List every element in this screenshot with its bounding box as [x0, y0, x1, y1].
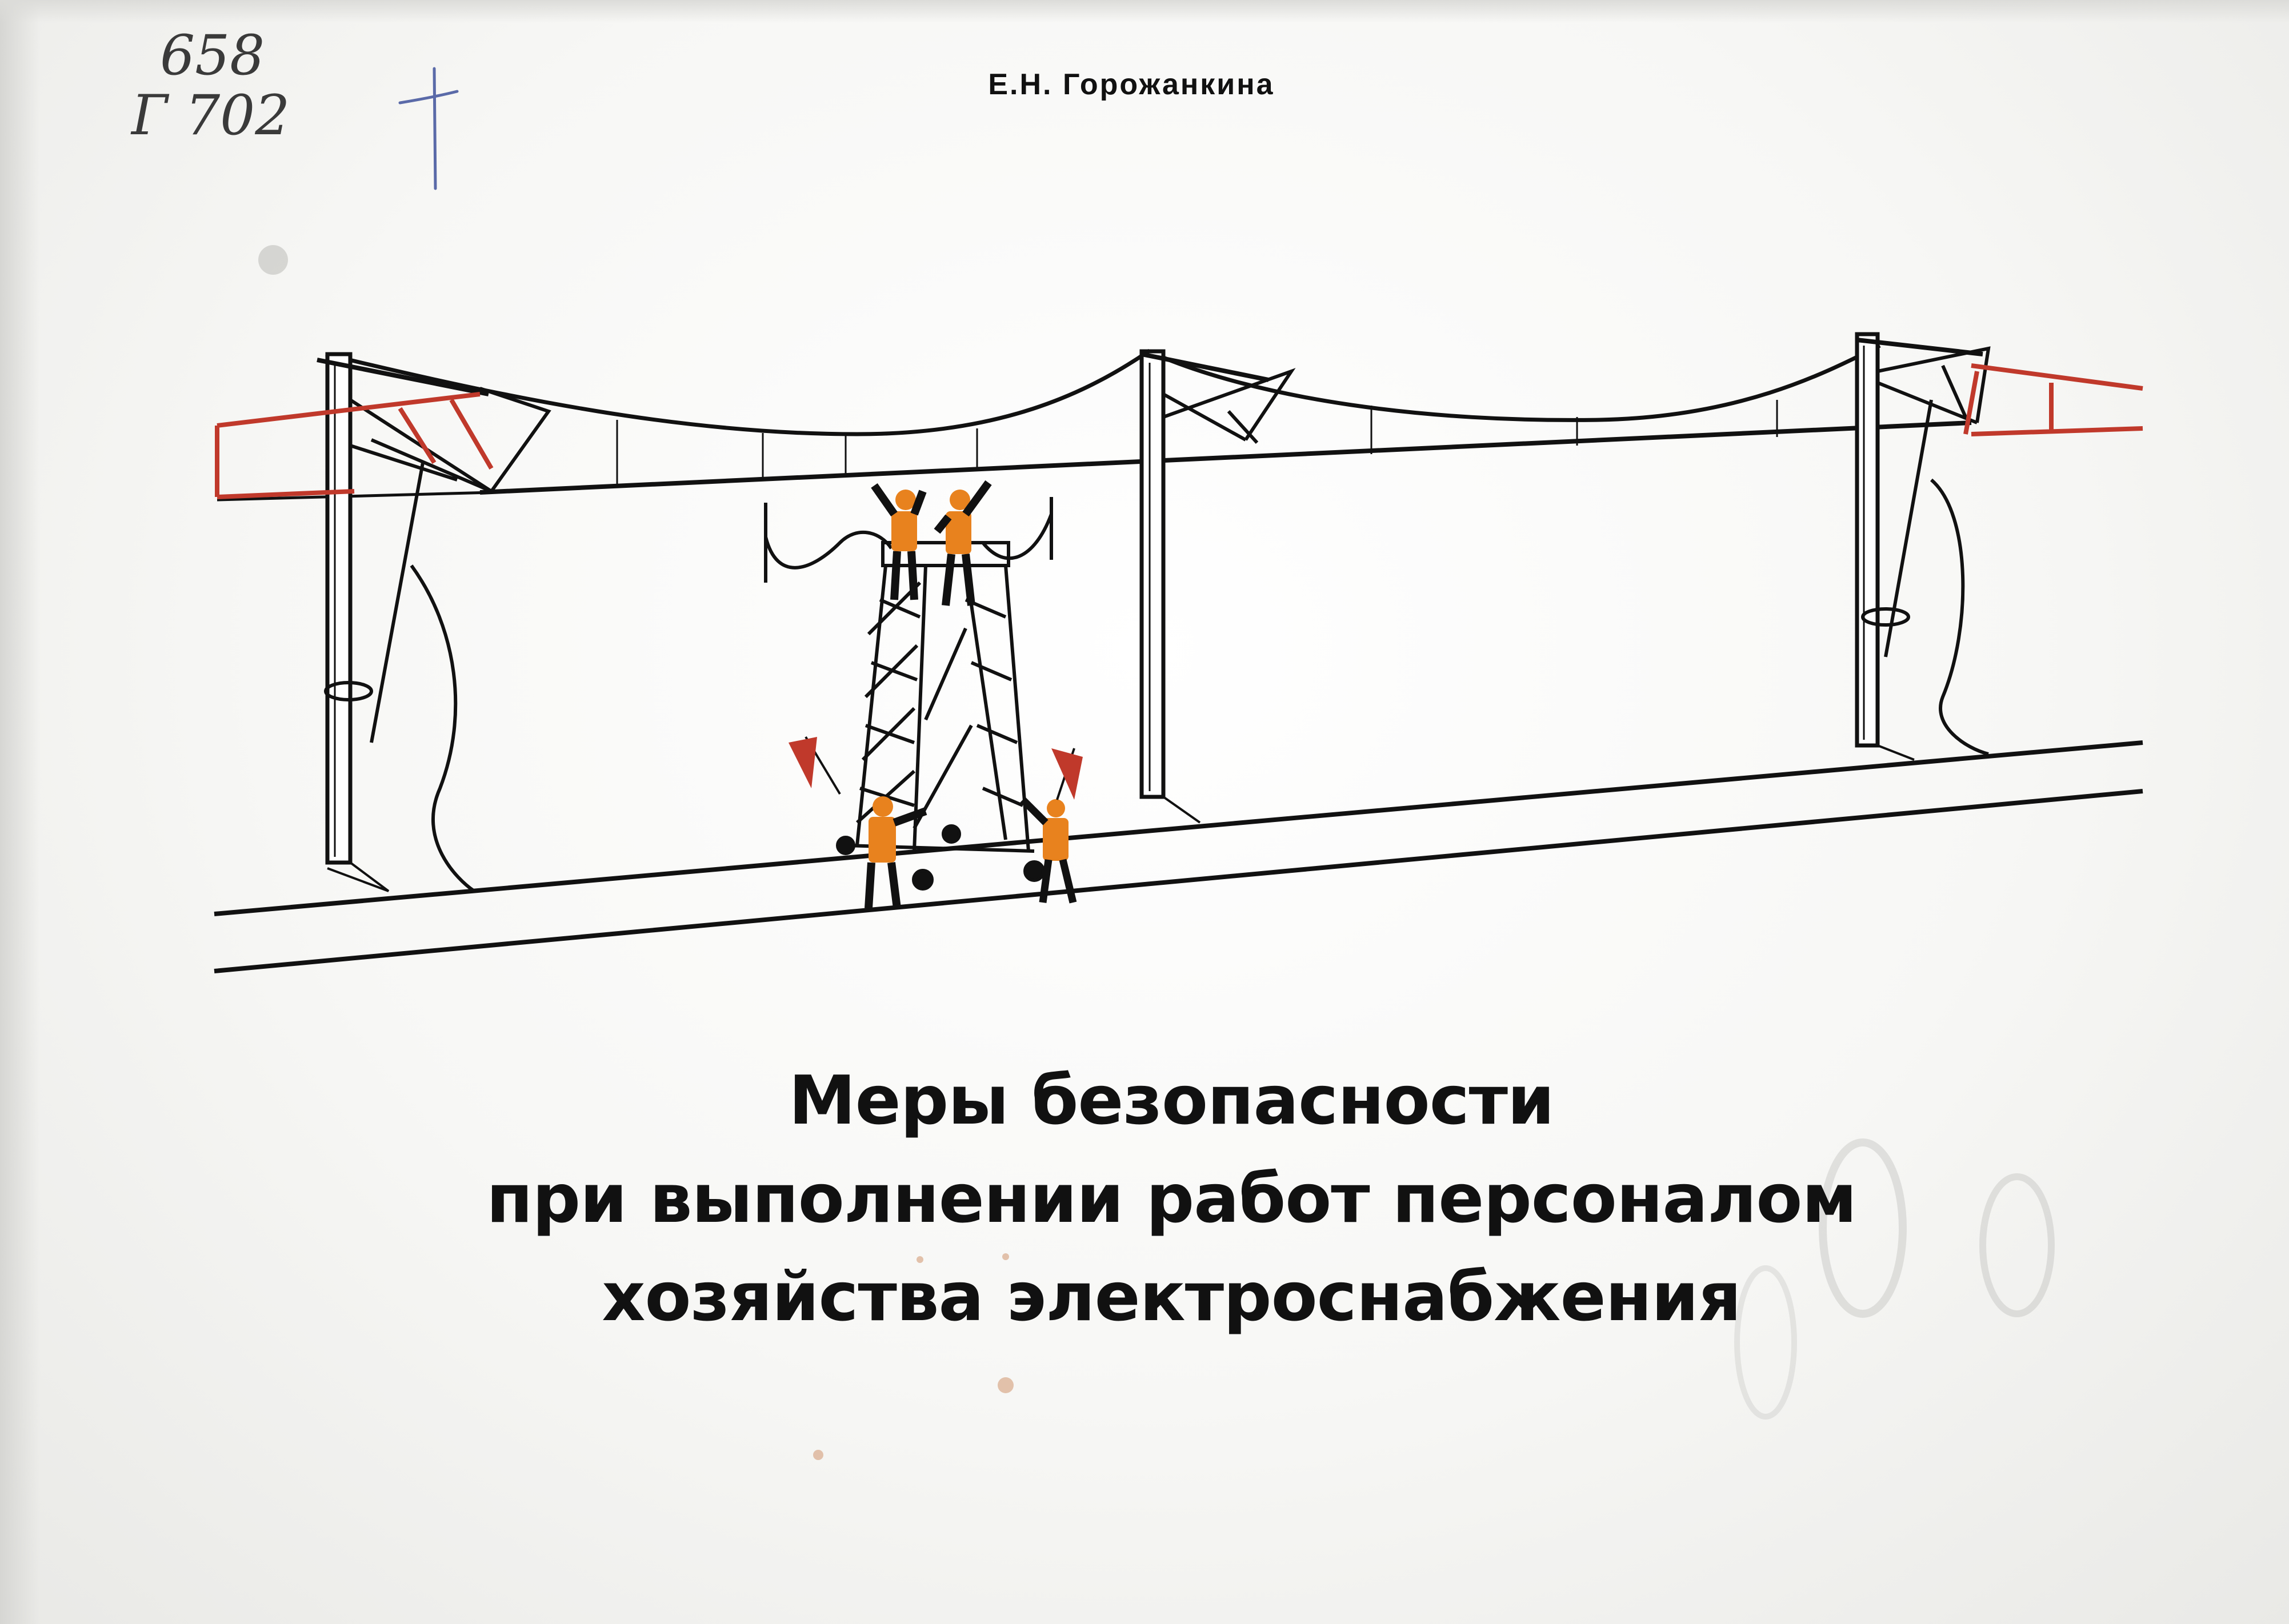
feeder-cables — [324, 399, 1989, 893]
scan-stains — [258, 245, 2055, 1420]
cantilever-brackets — [317, 338, 1991, 494]
scan-edge-shadow — [0, 0, 40, 1624]
rail-track — [214, 740, 2143, 973]
shelf-mark-line1: 658 — [160, 23, 265, 87]
title-line-2: при выполнении работ персоналом — [486, 1159, 1857, 1238]
library-shelf-mark: 658 Г 702 — [130, 23, 459, 190]
scan-dots — [813, 1253, 1014, 1460]
workers — [789, 480, 1083, 909]
worker-bottom-right — [1020, 748, 1083, 904]
worker-bottom-left — [789, 736, 927, 909]
title-line-1: Меры безопасности — [789, 1061, 1554, 1140]
book-title: Меры безопасности при выполнении работ п… — [400, 1051, 1943, 1346]
red-bypass-sections — [215, 363, 2143, 499]
title-line-3: хозяйства электроснабжения — [602, 1257, 1741, 1336]
support-poles — [325, 332, 1915, 892]
shelf-mark-line2: Г 702 — [130, 83, 290, 147]
scan-top-shadow — [0, 0, 2289, 23]
catenary-wires — [217, 343, 1972, 502]
worker-top-right — [934, 480, 992, 606]
worker-top-left — [871, 483, 927, 600]
author-name: Е.Н. Горожанкина — [988, 68, 1275, 101]
